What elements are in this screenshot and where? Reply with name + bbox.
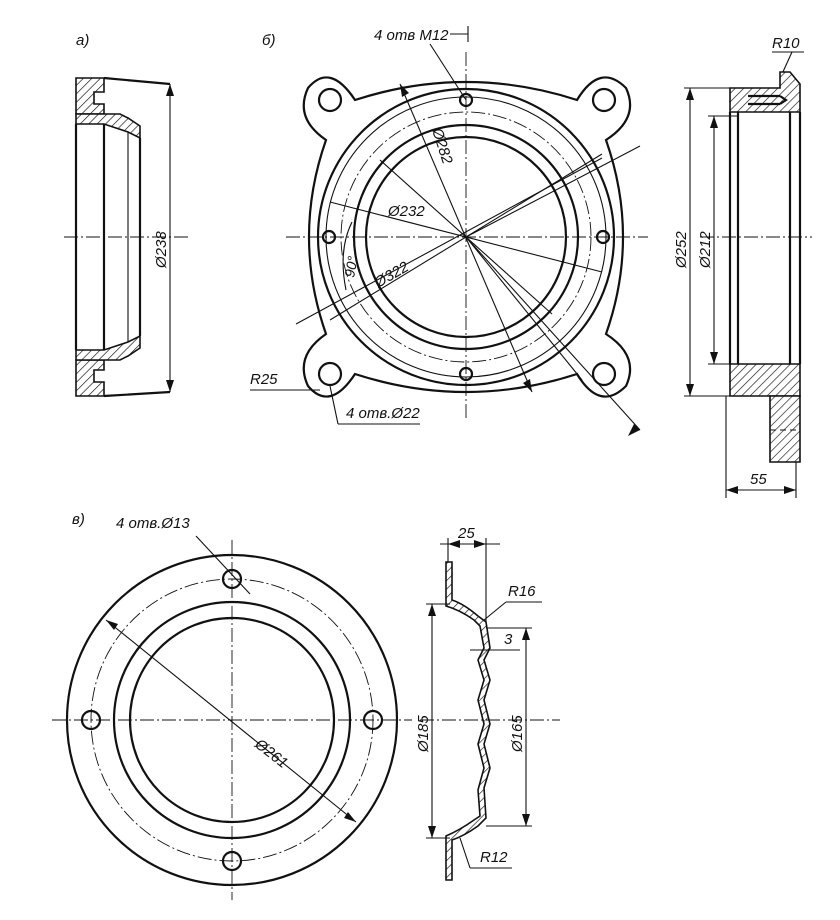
section-line-bottom — [465, 236, 641, 431]
dim-3-text: 3 — [504, 631, 513, 648]
dim-25-text: 25 — [457, 525, 475, 542]
dim-165-text: Ø165 — [509, 715, 526, 753]
radius-12-leader — [459, 837, 471, 869]
flange-section-top — [75, 77, 105, 115]
section-b-lug — [769, 395, 801, 463]
ring-outer — [65, 553, 399, 887]
radius-16-leader — [483, 601, 507, 621]
body-outer-lines — [103, 76, 171, 398]
thread-hole-top — [748, 94, 788, 106]
dim-322-ext — [295, 157, 603, 325]
section-b-walls — [728, 112, 802, 364]
hole-22-tr — [591, 87, 617, 113]
dim-25-arrows — [448, 540, 486, 548]
dim-261-line — [105, 619, 357, 823]
dim-radial-line-2 — [465, 236, 583, 381]
hole-22-tl — [317, 87, 343, 113]
flange-section-bottom — [75, 359, 105, 397]
hole-22-br — [591, 361, 617, 387]
note-m12-leader — [429, 43, 467, 101]
hole-22-bl — [317, 361, 343, 387]
dim-55-text: 55 — [750, 471, 767, 488]
holes-13-leader — [195, 535, 251, 595]
view-v-section: 25 R16 3 Ø185 Ø165 R12 — [415, 525, 560, 881]
holes-22-leader — [329, 385, 339, 425]
section-line-top — [465, 145, 641, 238]
wall-section-bottom — [75, 334, 141, 361]
dim-282-text: Ø282 — [428, 125, 456, 167]
view-v-label: в) — [72, 511, 85, 528]
cover-profile-section — [445, 561, 491, 881]
view-b-label: б) — [262, 32, 275, 49]
dim-282-line — [399, 83, 533, 393]
section-arrow — [628, 424, 640, 436]
angle-arc — [342, 221, 353, 291]
wall-section-top — [75, 113, 141, 140]
radius-10-text: R10 — [772, 35, 800, 52]
dim-252-text: Ø252 — [673, 231, 690, 269]
dim-232-text: Ø232 — [387, 203, 425, 220]
note-m12: 4 отв M12 — [374, 27, 449, 44]
radius-10-leader — [781, 51, 793, 75]
view-a: a) Ø238 — [64, 32, 190, 398]
radius-16-text: R16 — [508, 583, 536, 600]
section-b-top — [729, 71, 801, 113]
section-b-bottom — [729, 363, 801, 397]
dim-322-text: Ø322 — [371, 258, 413, 292]
dim-212-text: Ø212 — [697, 231, 714, 269]
dim-185-text: Ø185 — [415, 715, 432, 753]
view-v: в) 4 отв.Ø13 Ø261 — [52, 511, 412, 900]
view-b-section: R10 Ø252 Ø212 55 — [673, 35, 812, 498]
dim-238-text: Ø238 — [153, 231, 170, 269]
view-a-label: a) — [76, 32, 89, 49]
holes-22-text: 4 отв.Ø22 — [346, 405, 420, 422]
dim-261-text: Ø261 — [251, 735, 291, 772]
view-b: б) 4 отв M12 Ø282 — [250, 26, 648, 436]
holes-13-text: 4 отв.Ø13 — [116, 515, 190, 532]
radius-12-text: R12 — [480, 849, 508, 866]
radius-25-text: R25 — [250, 371, 278, 388]
angle-90-text: 90° — [341, 254, 361, 278]
